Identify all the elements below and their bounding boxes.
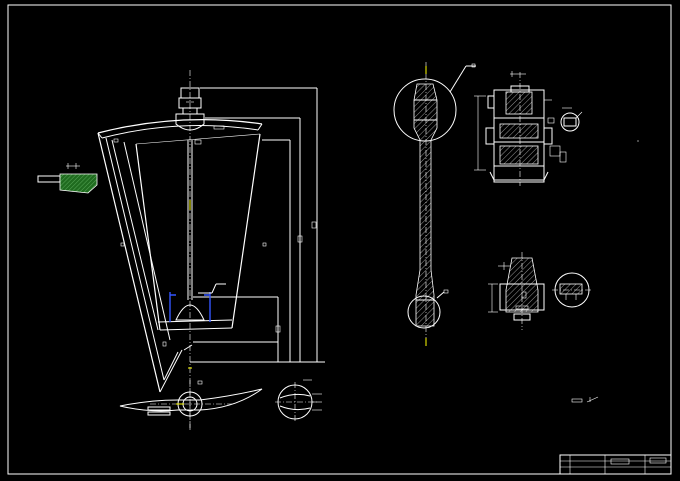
gearbox-section-view <box>474 71 583 186</box>
shaft-view <box>393 62 476 346</box>
outer-frame <box>7 4 672 475</box>
title-block <box>559 454 672 475</box>
green-section-detail <box>37 163 98 194</box>
blade-section-view <box>119 380 263 432</box>
circle-section-view <box>275 379 322 422</box>
bearing-seat-section-view <box>488 252 592 330</box>
hopper-main-view <box>97 70 325 430</box>
scale-note <box>571 396 599 403</box>
stray-point <box>637 140 639 142</box>
